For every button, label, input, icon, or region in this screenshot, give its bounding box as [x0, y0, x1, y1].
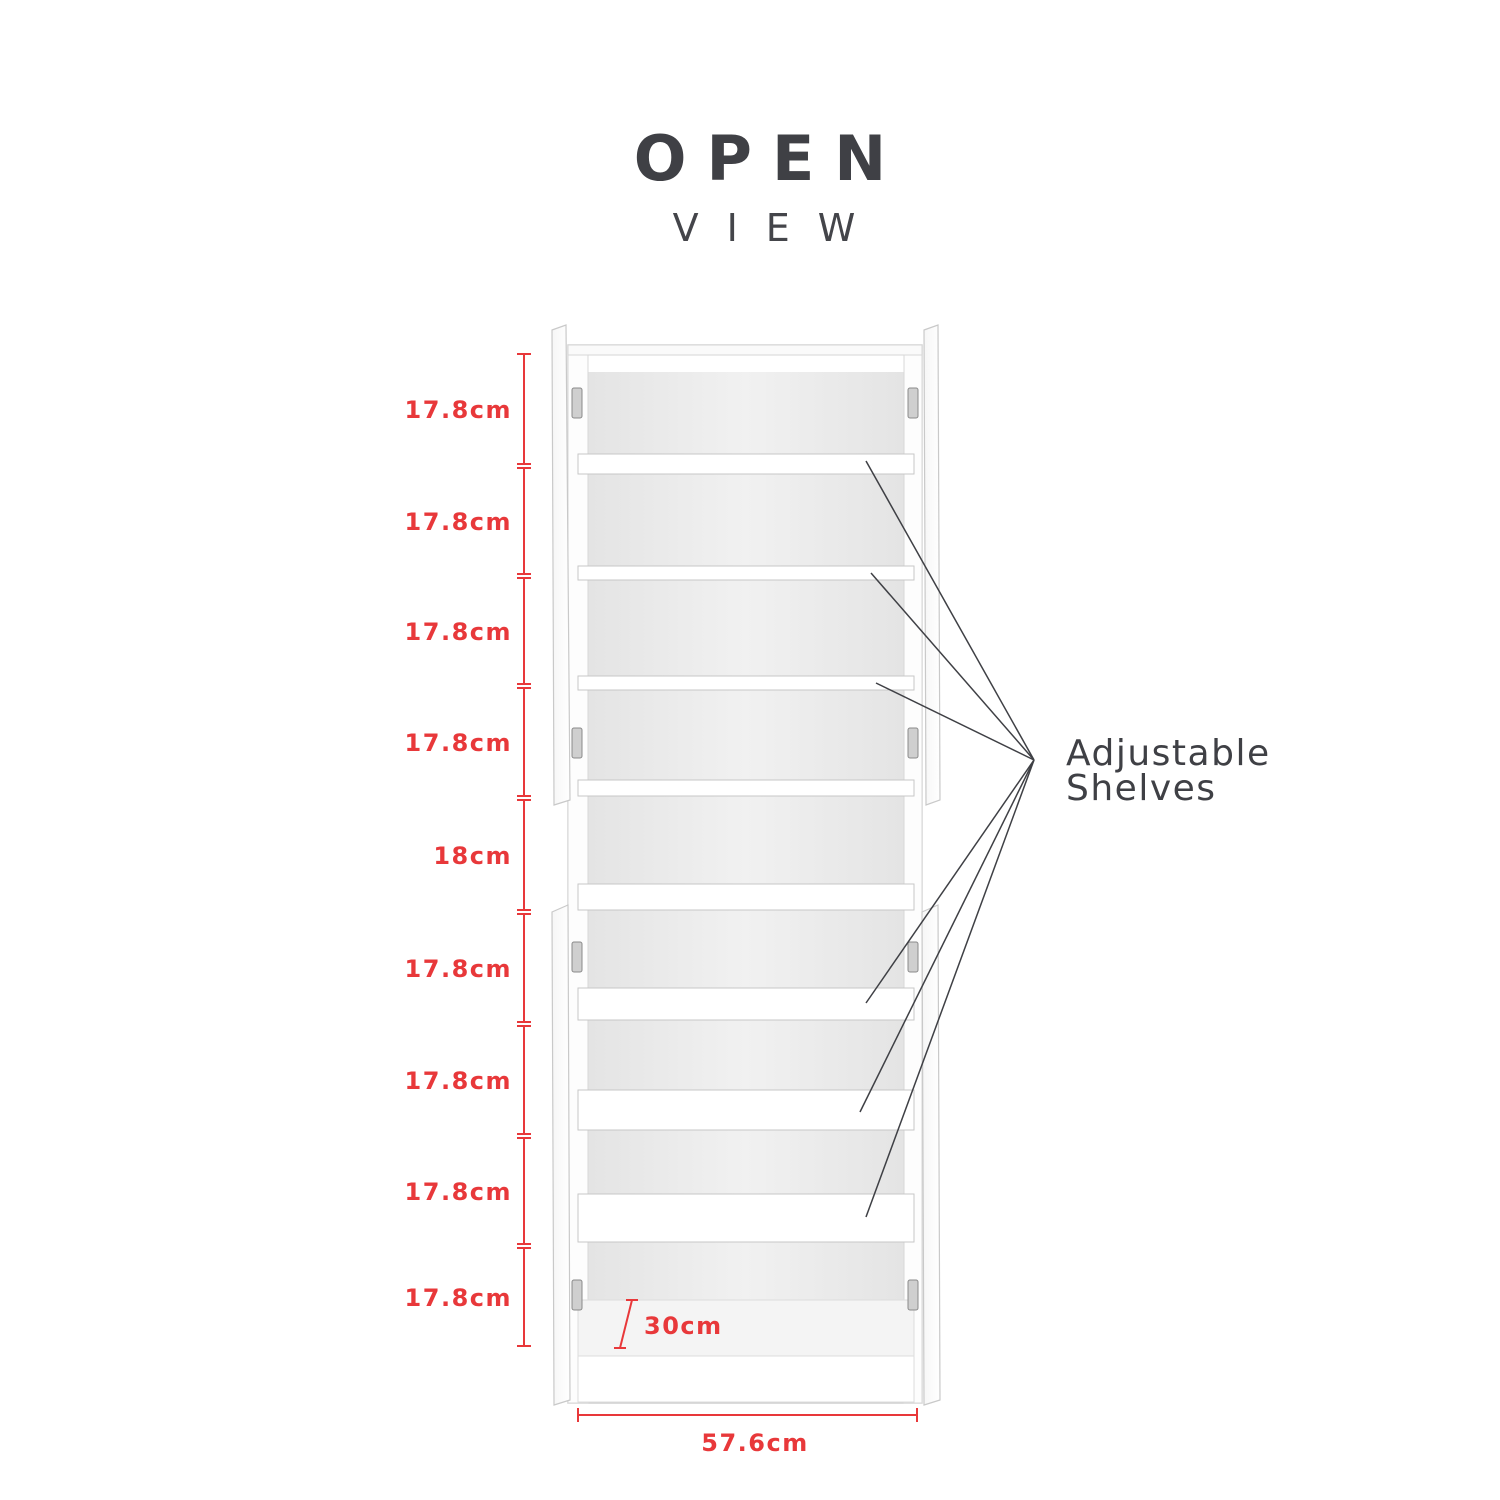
lower-left-door [551, 904, 571, 1406]
hinge-icon [907, 727, 919, 759]
callout-line [875, 682, 1035, 761]
height-bracket: 17.8cm [405, 577, 531, 685]
callout-line [870, 572, 1035, 761]
height-label: 17.8cm [405, 955, 512, 983]
height-bracket: 17.8cm [405, 913, 531, 1023]
shelf [577, 565, 915, 581]
height-label: 17.8cm [405, 396, 512, 424]
hinge-icon [571, 1279, 583, 1311]
doors [551, 324, 941, 1406]
height-bracket: 17.8cm [405, 687, 531, 797]
depth-line [619, 1299, 633, 1349]
depth-dimension [614, 1299, 638, 1349]
shelf [577, 1089, 915, 1131]
shelves [577, 453, 915, 1243]
height-bracket: 18cm [433, 799, 531, 911]
cabinet-right-side [903, 354, 923, 1404]
cabinet-top-panel [567, 344, 923, 356]
shelf [577, 883, 915, 911]
callout-line [865, 460, 1035, 761]
height-bracket: 17.8cm [405, 353, 531, 465]
hinge-icon [907, 941, 919, 973]
depth-label: 30cm [644, 1312, 723, 1340]
hinge-icon [571, 727, 583, 759]
callout-adjustable: Adjustable [1066, 733, 1271, 774]
cabinet-plinth [577, 1355, 915, 1403]
hinge-icon [907, 1279, 919, 1311]
title-open: OPEN [633, 122, 907, 195]
callout-line [865, 759, 1035, 1218]
hinge-icon [907, 387, 919, 419]
height-bracket: 17.8cm [405, 1025, 531, 1135]
upper-left-door [551, 324, 571, 806]
callout-line [859, 759, 1035, 1113]
height-bracket: 17.8cm [405, 467, 531, 575]
height-label: 17.8cm [405, 1284, 512, 1312]
callout-lines [859, 460, 1035, 1218]
shelf [577, 675, 915, 691]
cabinet [551, 324, 941, 1406]
shelf [577, 779, 915, 797]
hinge-icon [571, 387, 583, 419]
width-label: 57.6cm [701, 1429, 808, 1457]
shelf [577, 987, 915, 1021]
shelf [577, 453, 915, 475]
height-label: 17.8cm [405, 729, 512, 757]
width-dimension [577, 1408, 918, 1422]
height-label: 17.8cm [405, 1178, 512, 1206]
hinge-icon [571, 941, 583, 973]
cabinet-left-side [567, 354, 589, 1404]
shelf [577, 1193, 915, 1243]
cabinet-bottom-floor [577, 1299, 915, 1357]
height-bracket: 17.8cm [405, 1137, 531, 1245]
hinges [571, 387, 919, 1311]
height-label: 17.8cm [405, 508, 512, 536]
height-label: 17.8cm [405, 1067, 512, 1095]
callout-line [865, 759, 1035, 1004]
upper-right-door [923, 324, 941, 806]
height-label: 17.8cm [405, 618, 512, 646]
height-dimensions: 17.8cm 17.8cm 17.8cm 17.8cm 18cm 17.8cm 17.8cm… [405, 353, 531, 1347]
height-bracket: 17.8cm [405, 1247, 531, 1347]
title-view: VIEW [672, 206, 884, 250]
height-label: 18cm [433, 842, 512, 870]
callout-shelves: Shelves [1066, 768, 1217, 809]
